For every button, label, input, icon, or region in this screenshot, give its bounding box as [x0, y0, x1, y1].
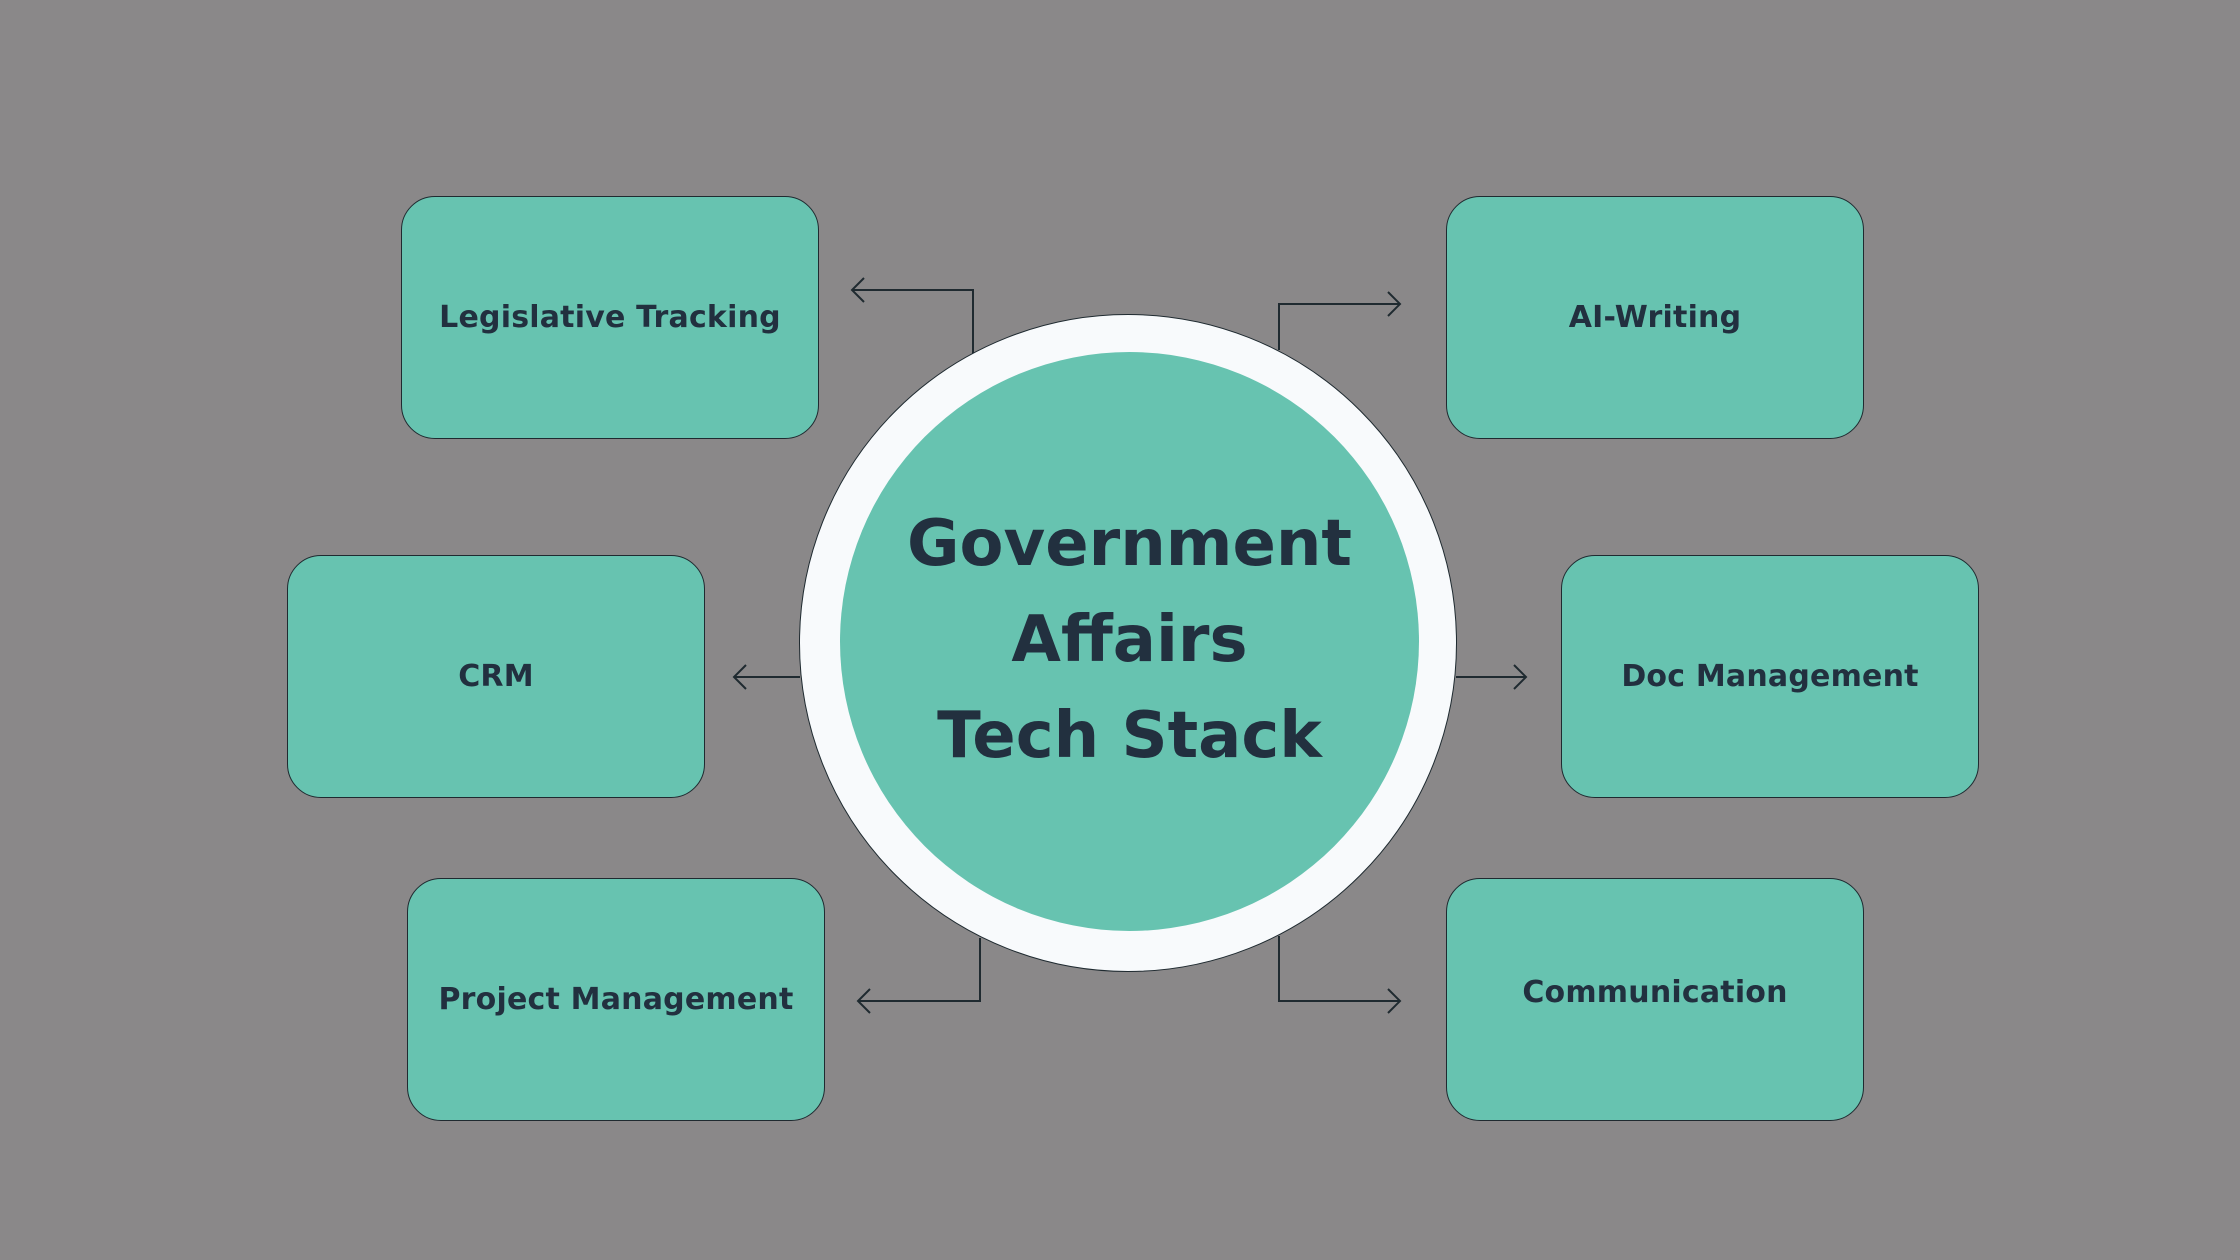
arrowhead-left-icon	[856, 988, 871, 1014]
node-legislative-tracking: Legislative Tracking	[401, 196, 819, 439]
arrow-to-ai-writing	[1278, 303, 1400, 350]
hub-title: Government Affairs Tech Stack	[907, 496, 1352, 784]
hub-title-line-1: Government	[907, 506, 1352, 581]
node-project-management: Project Management	[407, 878, 825, 1121]
arrowhead-right-icon	[1387, 988, 1402, 1014]
arrow-to-project-management	[858, 938, 981, 1002]
arrowhead-left-icon	[850, 277, 865, 303]
node-communication: Communication	[1446, 878, 1864, 1121]
arrowhead-left-icon	[732, 664, 747, 690]
arrow-to-legislative-tracking	[852, 289, 974, 356]
arrow-to-communication	[1278, 936, 1400, 1002]
node-label: Legislative Tracking	[439, 300, 781, 335]
node-crm: CRM	[287, 555, 705, 798]
arrowhead-right-icon	[1387, 291, 1402, 317]
arrowhead-right-icon	[1513, 664, 1528, 690]
node-label: Project Management	[438, 982, 794, 1017]
node-ai-writing: AI-Writing	[1446, 196, 1864, 439]
hub-title-line-3: Tech Stack	[937, 698, 1322, 773]
node-doc-management: Doc Management	[1561, 555, 1979, 798]
hub-circle: Government Affairs Tech Stack	[840, 352, 1419, 931]
hub-title-line-2: Affairs	[1011, 602, 1248, 677]
node-label: AI-Writing	[1568, 300, 1742, 335]
node-label: Doc Management	[1621, 659, 1919, 694]
node-label: Communication	[1522, 975, 1788, 1010]
node-label: CRM	[458, 659, 534, 694]
